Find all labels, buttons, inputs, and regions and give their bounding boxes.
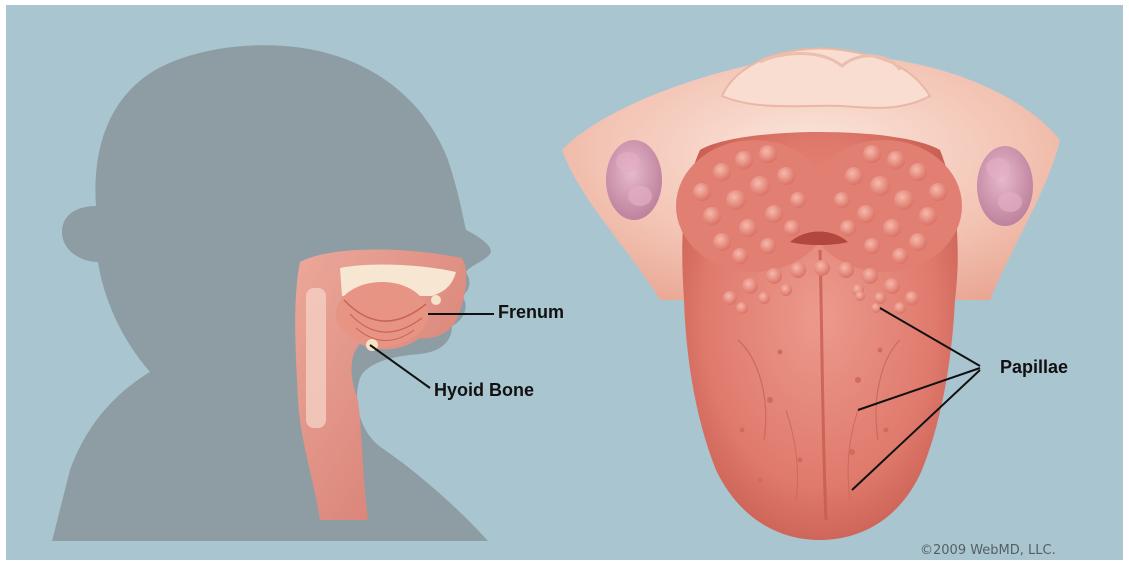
left-tonsil — [606, 140, 662, 220]
papillae-label: Papillae — [1000, 357, 1068, 378]
frenum-label: Frenum — [498, 302, 564, 323]
right-tonsil — [977, 146, 1033, 226]
copyright-credit: ©2009 WebMD, LLC. — [920, 543, 1056, 558]
hyoid-bone-label: Hyoid Bone — [434, 380, 534, 401]
